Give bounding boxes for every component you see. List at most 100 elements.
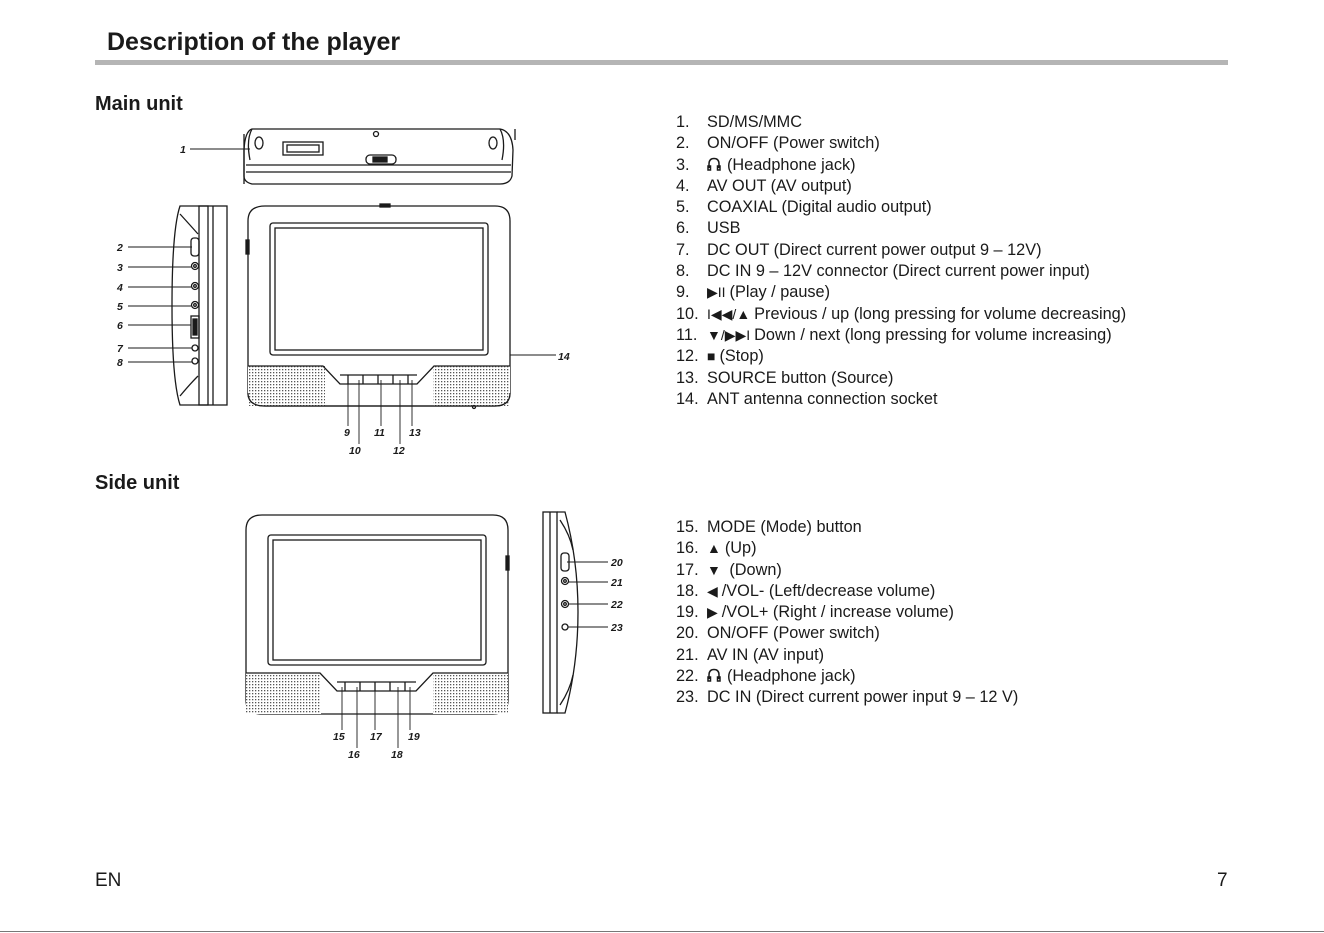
- item-body: SD/MS/MMC: [707, 112, 802, 133]
- item-body: MODE (Mode) button: [707, 517, 862, 538]
- callout-5: 5: [117, 301, 123, 313]
- item-number: 17.: [676, 560, 699, 579]
- list-item: 3. (Headphone jack): [676, 155, 1126, 176]
- callout-20: 20: [610, 557, 623, 569]
- item-text: /VOL- (Left/decrease volume): [721, 581, 936, 600]
- list-item: 17. ▼ (Down): [676, 560, 1018, 581]
- item-text: (Stop): [719, 347, 764, 366]
- item-number: 16.: [676, 539, 699, 558]
- footer-language: EN: [95, 870, 122, 891]
- item-number: 4.: [676, 176, 690, 195]
- callout-21: 21: [610, 577, 623, 589]
- right-arrow-icon: ▶: [707, 604, 718, 621]
- list-item: 19. ▶/VOL+ (Right / increase volume): [676, 602, 1018, 623]
- item-body: ▲(Up): [707, 538, 757, 559]
- callout-6: 6: [117, 320, 123, 332]
- callout-14: 14: [558, 351, 570, 363]
- callout-8: 8: [117, 357, 123, 369]
- item-number: 5.: [676, 198, 690, 217]
- callout-11: 11: [374, 427, 385, 439]
- main-unit-top-view: [243, 128, 516, 185]
- callout-12: 12: [393, 445, 405, 457]
- item-number: 13.: [676, 368, 699, 387]
- list-item: 13. SOURCE button (Source): [676, 368, 1126, 389]
- list-item: 23. DC IN (Direct current power input 9 –…: [676, 687, 1018, 708]
- callout-10: 10: [349, 445, 361, 457]
- callout-17: 17: [370, 731, 383, 743]
- up-arrow-icon: ▲: [707, 540, 721, 557]
- list-item: 21.AV IN (AV input): [676, 645, 1018, 666]
- item-number: 3.: [676, 155, 690, 174]
- callout-4: 4: [116, 282, 123, 294]
- stop-icon: ■: [707, 348, 716, 365]
- item-text: (Play / pause): [729, 283, 830, 302]
- item-body: (Headphone jack): [707, 155, 856, 176]
- left-arrow-icon: ◀: [707, 582, 718, 599]
- item-number: 23.: [676, 688, 699, 707]
- list-item: 14. ANT antenna connection socket: [676, 389, 1126, 410]
- main-unit-left-side-view: [171, 205, 228, 406]
- side-unit-leader-lines: [341, 561, 608, 748]
- list-item: 7.DC OUT (Direct current power output 9 …: [676, 240, 1126, 261]
- callout-2: 2: [116, 242, 123, 254]
- callout-22: 22: [610, 599, 623, 611]
- item-body: ON/OFF (Power switch): [707, 133, 880, 154]
- item-number: 14.: [676, 389, 699, 408]
- list-item: 12. ■(Stop): [676, 346, 1126, 367]
- list-item: 9. ▶II(Play / pause): [676, 282, 1126, 303]
- side-unit-front-view: [245, 514, 510, 715]
- item-text: DC IN 9 – 12V connector (Direct current …: [707, 262, 1090, 281]
- item-body: ▶/VOL+ (Right / increase volume): [707, 602, 954, 623]
- callout-16: 16: [348, 749, 360, 761]
- item-body: ▼ (Down): [707, 560, 782, 581]
- callout-3: 3: [117, 262, 123, 274]
- item-text: (Headphone jack): [727, 667, 856, 686]
- list-item: 4. AV OUT (AV output): [676, 176, 1126, 197]
- headphone-icon: [707, 157, 721, 171]
- list-item: 10.I◀◀/▲Previous / up (long pressing for…: [676, 304, 1126, 325]
- item-body: AV OUT (AV output): [707, 176, 852, 197]
- item-number: 19.: [676, 603, 699, 622]
- callout-23: 23: [610, 622, 623, 634]
- list-item: 2.ON/OFF (Power switch): [676, 133, 1126, 154]
- item-text: ANT antenna connection socket: [707, 389, 938, 408]
- item-number: 9.: [676, 283, 690, 302]
- main-unit-diagram: 1 2 3 4 5 6 7 8 9 10 11 12 13 14: [116, 128, 570, 457]
- item-text: Down / next (long pressing for volume in…: [754, 325, 1112, 344]
- item-body: (Headphone jack): [707, 666, 856, 687]
- item-number: 8.: [676, 262, 690, 281]
- item-body: ▶II(Play / pause): [707, 282, 830, 303]
- item-body: DC IN 9 – 12V connector (Direct current …: [707, 261, 1090, 282]
- item-text: COAXIAL (Digital audio output): [707, 198, 932, 217]
- callout-9: 9: [344, 427, 350, 439]
- item-body: ON/OFF (Power switch): [707, 623, 880, 644]
- previous-up-icon: I◀◀/▲: [707, 305, 751, 322]
- item-number: 15.: [676, 518, 699, 536]
- item-body: DC IN (Direct current power input 9 – 12…: [707, 687, 1018, 708]
- main-unit-front-view: [245, 203, 511, 410]
- side-unit-right-side-view: [542, 511, 579, 714]
- item-body: DC OUT (Direct current power output 9 – …: [707, 240, 1042, 261]
- item-body: ◀/VOL- (Left/decrease volume): [707, 581, 935, 602]
- item-text: ON/OFF (Power switch): [707, 134, 880, 153]
- item-body: COAXIAL (Digital audio output): [707, 197, 932, 218]
- list-item: 18.◀/VOL- (Left/decrease volume): [676, 581, 1018, 602]
- play-pause-icon: ▶II: [707, 284, 726, 301]
- item-number: 22.: [676, 667, 699, 686]
- list-item: 5. COAXIAL (Digital audio output): [676, 197, 1126, 218]
- main-unit-heading: Main unit: [95, 93, 183, 115]
- item-text: SOURCE button (Source): [707, 368, 894, 387]
- item-text: SD/MS/MMC: [707, 113, 802, 131]
- title-divider: [95, 60, 1228, 65]
- list-item: 1.SD/MS/MMC: [676, 112, 1126, 133]
- item-number: 10.: [676, 304, 699, 323]
- item-number: 6.: [676, 219, 690, 238]
- item-text: (Headphone jack): [727, 155, 856, 174]
- callout-7: 7: [117, 343, 124, 355]
- callout-15: 15: [333, 731, 345, 743]
- page-number: 7: [1217, 870, 1228, 891]
- item-number: 12.: [676, 347, 699, 366]
- item-body: AV IN (AV input): [707, 645, 824, 666]
- item-text: (Up): [724, 539, 757, 558]
